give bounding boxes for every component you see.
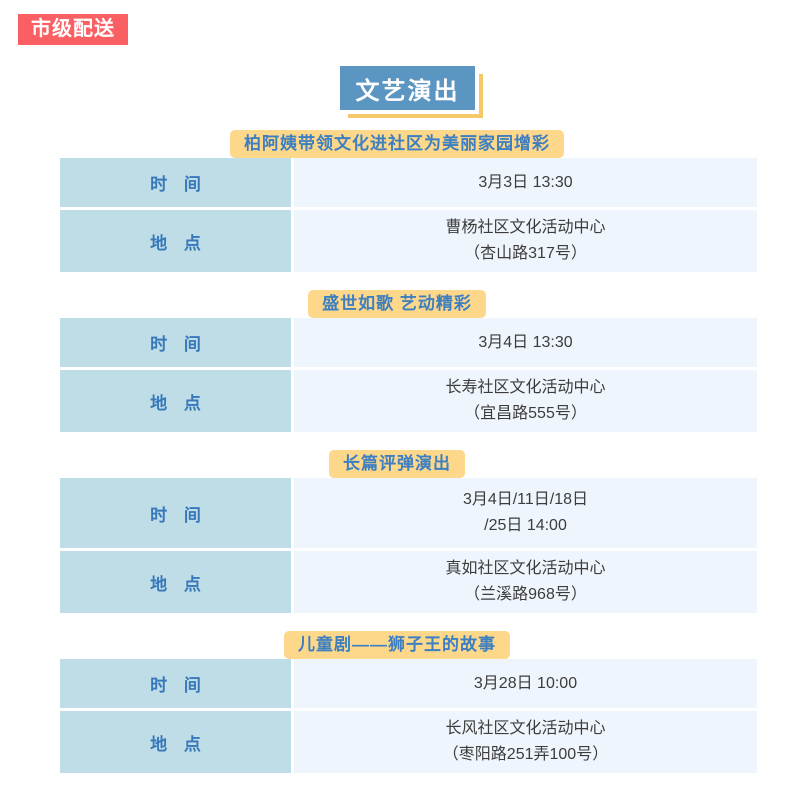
place-text: （宜昌路555号） [464,405,587,422]
time-value-cell: 3月3日 13:30 [294,158,757,207]
table-row: 地 点 真如社区文化活动中心 （兰溪路968号） [60,551,757,613]
event-section-header-row: 柏阿姨带领文化进社区为美丽家园增彩 [0,130,794,158]
category-badge: 市级配送 [18,14,128,45]
place-label-cell: 地 点 [60,711,291,773]
page-title-container: 文艺演出 [340,66,483,118]
place-label-cell: 地 点 [60,551,291,613]
table-row: 时 间 3月4日 13:30 [60,318,757,367]
event-detail-table: 时 间 3月4日 13:30 地 点 长寿社区文化活动中心 （宜昌路555号） [60,318,757,432]
page-title-accent-frame [348,74,483,118]
place-value-cell: 长寿社区文化活动中心 （宜昌路555号） [294,370,757,432]
time-text: 3月4日/11日/18日 [462,491,589,508]
event-title: 盛世如歌 艺动精彩 [308,290,486,318]
event-section-header-row: 长篇评弹演出 [0,450,794,478]
place-text: 曹杨社区文化活动中心 [445,219,606,236]
place-text: （杏山路317号） [464,245,587,262]
time-text: /25日 14:00 [484,517,567,534]
place-text: （枣阳路251弄100号） [442,746,609,763]
table-row: 地 点 长风社区文化活动中心 （枣阳路251弄100号） [60,711,757,773]
event-section-header-row: 儿童剧——狮子王的故事 [0,631,794,659]
table-row: 地 点 长寿社区文化活动中心 （宜昌路555号） [60,370,757,432]
time-value-cell: 3月28日 10:00 [294,659,757,708]
section-spacer [0,773,794,787]
table-row: 时 间 3月28日 10:00 [60,659,757,708]
time-text: 3月4日 13:30 [478,333,573,351]
section-spacer [0,432,794,446]
place-label-cell: 地 点 [60,210,291,272]
place-text: 长风社区文化活动中心 [445,720,606,737]
category-badge-container: 市级配送 [18,14,128,45]
event-section: 盛世如歌 艺动精彩时 间 3月4日 13:30 地 点 长寿社区文化活动中心 （宜昌路5… [0,290,794,446]
place-value-cell: 长风社区文化活动中心 （枣阳路251弄100号） [294,711,757,773]
table-row: 时 间 3月3日 13:30 [60,158,757,207]
place-text: 真如社区文化活动中心 [445,560,606,577]
event-title: 儿童剧——狮子王的故事 [284,631,510,659]
event-section-header-row: 盛世如歌 艺动精彩 [0,290,794,318]
place-text: 长寿社区文化活动中心 [445,379,606,396]
time-value-cell: 3月4日/11日/18日/25日 14:00 [294,478,757,548]
place-value-cell: 曹杨社区文化活动中心 （杏山路317号） [294,210,757,272]
page-title: 文艺演出 [340,66,475,110]
time-label-cell: 时 间 [60,478,291,548]
place-value-cell: 真如社区文化活动中心 （兰溪路968号） [294,551,757,613]
section-spacer [0,613,794,627]
time-text: 3月3日 13:30 [478,173,573,191]
event-section: 儿童剧——狮子王的故事时 间 3月28日 10:00 地 点 长风社区文化活动中心 （枣… [0,631,794,787]
time-value-cell: 3月4日 13:30 [294,318,757,367]
place-label-cell: 地 点 [60,370,291,432]
time-label-cell: 时 间 [60,158,291,207]
section-spacer [0,272,794,286]
time-label-cell: 时 间 [60,659,291,708]
event-detail-table: 时 间 3月3日 13:30 地 点 曹杨社区文化活动中心 （杏山路317号） [60,158,757,272]
time-text: 3月28日 10:00 [473,674,578,692]
event-title: 柏阿姨带领文化进社区为美丽家园增彩 [230,130,564,158]
event-title: 长篇评弹演出 [329,450,465,478]
event-detail-table: 时 间 3月28日 10:00 地 点 长风社区文化活动中心 （枣阳路251弄100号） [60,659,757,773]
table-row: 地 点 曹杨社区文化活动中心 （杏山路317号） [60,210,757,272]
place-text: （兰溪路968号） [464,586,587,603]
time-label-cell: 时 间 [60,318,291,367]
